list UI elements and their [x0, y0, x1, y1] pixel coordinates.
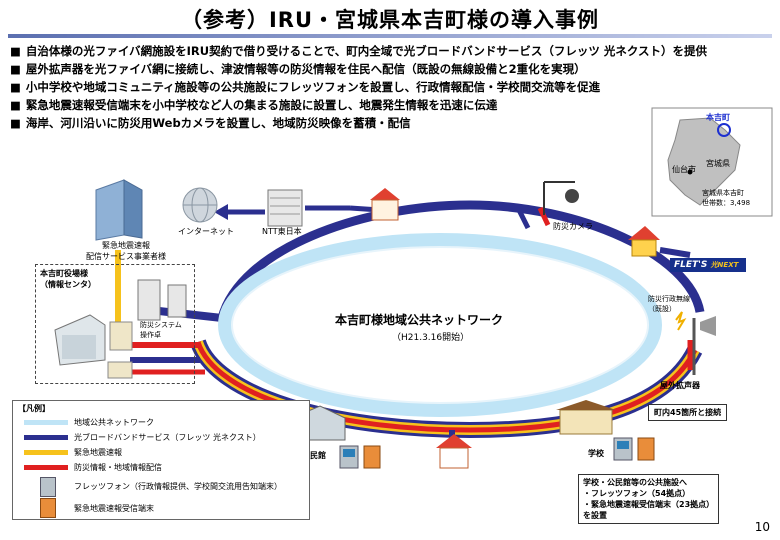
ntt-label: NTT東日本 — [262, 227, 302, 236]
ring-lines — [115, 200, 705, 448]
internet-label: インターネット — [178, 227, 234, 236]
bullet-item: 屋外拡声器を光ファイバ網に接続し、津波情報等の防災情報を住民へ配信（既設の無線設… — [10, 60, 770, 78]
flets-logo-text: FLET'S — [674, 260, 708, 270]
bullet-item: 海岸、河川沿いに防災用Webカメラを設置し、地域防災映像を蓄積・配信 — [10, 114, 770, 132]
admin-radio-label: 防災行政無線 （既設） — [648, 295, 690, 313]
system-terminal-label: 防災システム 操作卓 — [140, 321, 182, 339]
legend-label: 緊急地震速報 — [74, 448, 122, 457]
facility-note: 学校・公民館等の公共施設へ ・フレッツフォン（54拠点） ・緊急地震速報受信端末… — [578, 474, 720, 524]
network-name: 本吉町様地域公共ネットワーク — [335, 313, 504, 327]
legend-device-label: フレッツフォン（行政情報提供、学校間交流用告知端末） — [74, 482, 282, 491]
town-office-area — [35, 264, 195, 384]
server-icon — [137, 279, 187, 321]
globe-icon — [182, 187, 218, 223]
speaker-icon — [675, 311, 716, 375]
town-office-label: 本吉町役場様 （情報センタ） — [40, 269, 96, 289]
flets-logo-sub: 光NEXT — [710, 261, 739, 269]
bullet-item: 小中学校や地域コミュニティ施設等の公共施設にフレッツフォンを設置し、行政情報配信… — [10, 78, 770, 96]
school-label: 学校 — [588, 449, 604, 458]
speaker-note: 町内45箇所と接続 — [648, 404, 728, 421]
map-town-label: 本吉町 — [706, 113, 730, 122]
title-rule — [8, 34, 772, 38]
flets-logo: FLET'S 光NEXT — [670, 258, 746, 272]
quake-terminal-icon — [363, 445, 381, 469]
bullet-item: 自治体様の光ファイバ網施設をIRU契約で借り受けることで、町内全域で光ブロードバ… — [10, 42, 770, 60]
house-icon — [436, 434, 472, 469]
flets-phone-icon — [613, 437, 633, 461]
bullet-item: 緊急地震速報受信端末を小中学校など人の集まる施設に設置し、地震発生情報を迅速に伝… — [10, 96, 770, 114]
camera-icon — [543, 181, 579, 215]
map-inset — [651, 107, 773, 217]
legend-title: 【凡例】 — [18, 404, 50, 413]
legend-device-label: 緊急地震速報受信端末 — [74, 504, 154, 513]
legend — [12, 400, 310, 520]
flets-phone-icon — [40, 477, 56, 497]
page-title: （参考）IRU・宮城県本吉町様の導入事例 — [180, 8, 600, 32]
map-households-label: 宮城県本吉町 世帯数：3,498 — [702, 189, 751, 207]
legend-label: 光ブロードバンドサービス（フレッツ 光ネクスト） — [74, 433, 261, 442]
camera-label: 防災カメラ — [553, 222, 593, 231]
house-icon — [628, 226, 660, 257]
office-building-icon — [54, 314, 106, 366]
network-date: （H21.3.16開始） — [392, 333, 470, 343]
legend-swatch-quake — [24, 450, 68, 455]
flets-phone-icon — [339, 445, 359, 469]
legend-label: 地域公共ネットワーク — [74, 418, 154, 427]
map-prefecture-label: 宮城県 — [706, 159, 730, 168]
provider-building-icon — [95, 179, 143, 241]
bullet-list: 自治体様の光ファイバ網施設をIRU契約で借り受けることで、町内全域で光ブロードバ… — [10, 42, 770, 132]
page-number: 10 — [754, 520, 770, 534]
legend-swatch-network — [24, 420, 68, 425]
school-icon — [556, 400, 616, 435]
legend-label: 防災情報・地域情報配信 — [74, 463, 162, 472]
legend-swatch-disaster — [24, 465, 68, 470]
map-city-label: 仙台市 — [672, 165, 696, 174]
community-hall-label: 公民館 — [302, 451, 326, 460]
arrow-to-internet — [214, 204, 265, 220]
ntt-server-icon — [267, 189, 303, 227]
provider-label: 緊急地震速報 配信サービス事業者様 — [86, 241, 166, 261]
computer-icon — [109, 321, 133, 351]
speaker-label: 屋外拡声器 — [660, 381, 700, 390]
quake-terminal-icon — [40, 498, 56, 518]
legend-swatch-broadband — [24, 435, 68, 440]
quake-terminal-icon — [637, 437, 655, 461]
computer-icon — [107, 361, 133, 379]
house-icon — [370, 188, 400, 221]
